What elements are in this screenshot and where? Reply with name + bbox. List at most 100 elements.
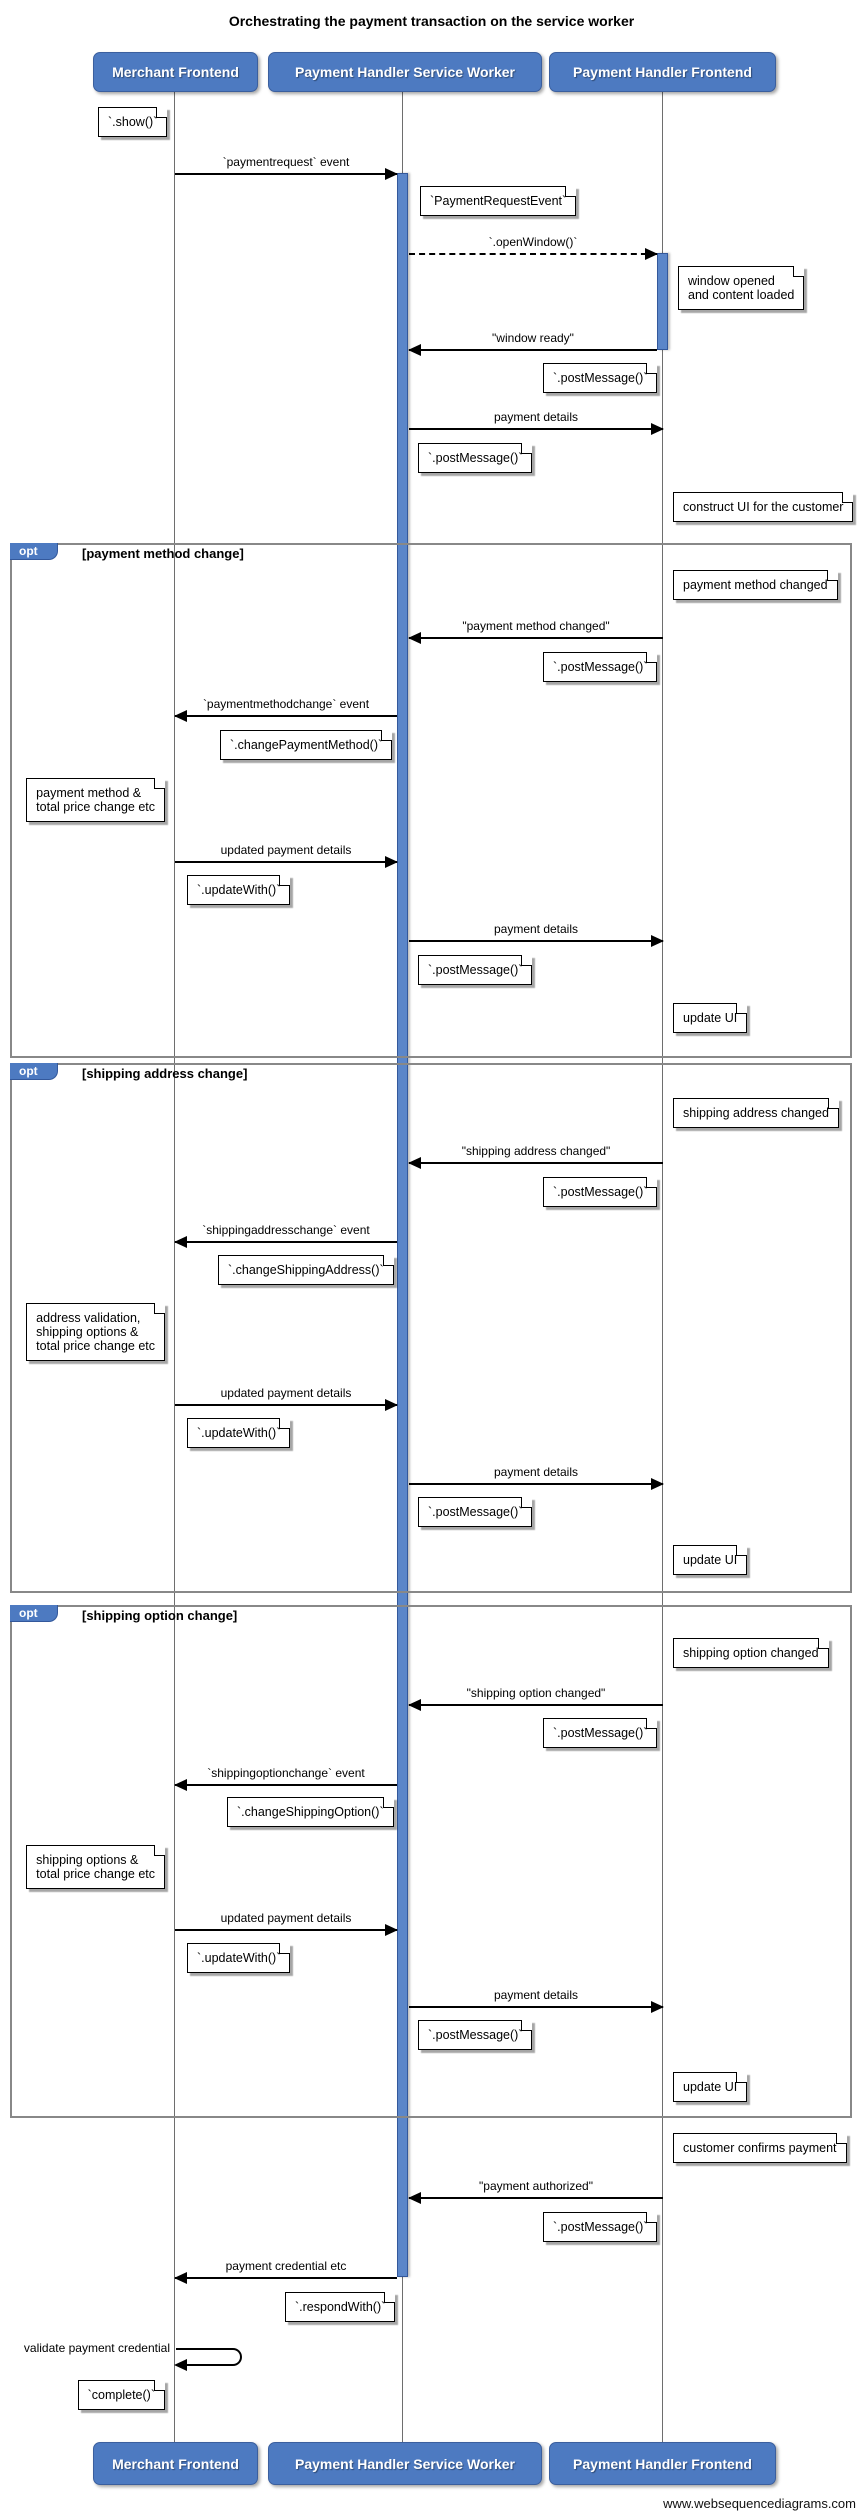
note-address-validation: address validation, shipping options & t…: [26, 1303, 165, 1361]
note-update-with: `.updateWith()`: [187, 1943, 291, 1973]
note-window-opened: window opened and content loaded: [678, 266, 805, 310]
note-payment-request-event: `PaymentRequestEvent`: [420, 186, 577, 216]
message-payment-details-2: payment details: [409, 922, 664, 947]
activation-bar-frontend: [657, 253, 668, 350]
message-label: "shipping option changed": [466, 1686, 606, 1700]
self-message-loop: [174, 2348, 242, 2371]
message-paymentrequest-event: `paymentrequest` event: [175, 155, 398, 180]
note-change-shipping-address: `.changeShippingAddress()`: [218, 1255, 394, 1285]
watermark: www.websequencediagrams.com: [663, 2496, 856, 2511]
arrowhead: [408, 344, 421, 356]
participant-top-service-worker: Payment Handler Service Worker: [268, 52, 542, 92]
arrowhead: [385, 856, 398, 868]
message-label: payment credential etc: [225, 2259, 347, 2273]
opt-tab: opt: [10, 1063, 58, 1080]
note-update-with: `.updateWith()`: [187, 1418, 291, 1448]
note-post-message: `.postMessage()`: [543, 652, 658, 682]
self-message-label-validate-payment-credential: validate payment credential: [23, 2341, 170, 2355]
message-label: "payment method changed": [462, 619, 610, 633]
message-label: "shipping address changed": [461, 1144, 611, 1158]
arrowhead: [408, 1699, 421, 1711]
arrowhead: [651, 935, 664, 947]
note-post-message: `.postMessage()`: [543, 363, 658, 393]
note-update-with: `.updateWith()`: [187, 875, 291, 905]
note-construct-ui: construct UI for the customer: [673, 492, 854, 522]
opt-condition-shipping-option: [shipping option change]: [82, 1608, 238, 1623]
note-customer-confirms: customer confirms payment: [673, 2133, 847, 2163]
message-label: `paymentmethodchange` event: [202, 697, 370, 711]
message-shippingaddresschange-event: `shippingaddresschange` event: [174, 1223, 397, 1248]
note-complete: `complete()`: [77, 2380, 166, 2410]
message-label: payment details: [493, 410, 579, 424]
participant-bottom-service-worker: Payment Handler Service Worker: [268, 2442, 542, 2485]
opt-condition-payment-method: [payment method change]: [82, 546, 244, 561]
opt-tab: opt: [10, 543, 58, 560]
message-shipping-address-changed: "shipping address changed": [408, 1144, 663, 1169]
message-payment-authorized: "payment authorized": [408, 2179, 663, 2204]
note-shipping-address-changed: shipping address changed: [673, 1098, 839, 1128]
lifeline-frontend: [662, 92, 663, 2442]
arrowhead: [174, 710, 187, 722]
message-payment-credential: payment credential etc: [174, 2259, 397, 2284]
opt-tab: opt: [10, 1605, 58, 1622]
opt-frame-shipping-address: [10, 1063, 852, 1593]
arrowhead: [651, 1478, 664, 1490]
note-update-ui: update UI: [673, 2072, 748, 2102]
note-post-message: `.postMessage()`: [543, 2212, 658, 2242]
opt-condition-shipping-address: [shipping address change]: [82, 1066, 248, 1081]
arrowhead: [645, 248, 658, 260]
note-post-message: `.postMessage()`: [543, 1718, 658, 1748]
note-post-message: `.postMessage()`: [543, 1177, 658, 1207]
note-payment-method-changed: payment method changed: [673, 570, 838, 600]
note-post-message: `.postMessage()`: [418, 1497, 533, 1527]
arrowhead: [385, 168, 398, 180]
note-change-shipping-option: `.changeShippingOption()`: [227, 1797, 394, 1827]
opt-frame-shipping-option: [10, 1605, 852, 2118]
message-label: updated payment details: [220, 843, 352, 857]
message-open-window: `.openWindow()`: [409, 235, 658, 260]
diagram-title: Orchestrating the payment transaction on…: [228, 13, 635, 29]
note-post-message: `.postMessage()`: [418, 955, 533, 985]
message-payment-method-changed: "payment method changed": [408, 619, 663, 644]
message-updated-payment-details-1: updated payment details: [175, 843, 398, 868]
message-payment-details-4: payment details: [409, 1988, 664, 2013]
message-updated-payment-details-2: updated payment details: [175, 1386, 398, 1411]
message-label: `paymentrequest` event: [222, 155, 350, 169]
note-payment-method-total: payment method & total price change etc: [26, 778, 165, 822]
arrowhead: [174, 2272, 187, 2284]
message-label: "payment authorized": [479, 2179, 593, 2193]
arrowhead: [174, 2359, 187, 2371]
arrowhead: [385, 1399, 398, 1411]
message-label: payment details: [493, 922, 579, 936]
note-change-payment-method: `.changePaymentMethod()`: [220, 730, 393, 760]
arrowhead: [408, 632, 421, 644]
opt-frame-payment-method: [10, 543, 852, 1058]
arrowhead: [651, 423, 664, 435]
participant-top-merchant: Merchant Frontend: [93, 52, 258, 92]
note-update-ui: update UI: [673, 1545, 748, 1575]
arrowhead: [408, 1157, 421, 1169]
note-post-message: `.postMessage()`: [418, 443, 533, 473]
message-label: payment details: [493, 1465, 579, 1479]
participant-bottom-merchant: Merchant Frontend: [93, 2442, 258, 2485]
note-post-message: `.postMessage()`: [418, 2020, 533, 2050]
message-updated-payment-details-3: updated payment details: [175, 1911, 398, 1936]
arrowhead: [174, 1236, 187, 1248]
note-update-ui: update UI: [673, 1003, 748, 1033]
note-shipping-option-changed: shipping option changed: [673, 1638, 829, 1668]
participant-bottom-frontend: Payment Handler Frontend: [549, 2442, 776, 2485]
message-shipping-option-changed: "shipping option changed": [408, 1686, 663, 1711]
message-label: `shippingaddresschange` event: [202, 1223, 370, 1237]
message-payment-details-3: payment details: [409, 1465, 664, 1490]
message-label: payment details: [493, 1988, 579, 2002]
message-shippingoptionchange-event: `shippingoptionchange` event: [174, 1766, 397, 1791]
participant-top-frontend: Payment Handler Frontend: [549, 52, 776, 92]
arrowhead: [385, 1924, 398, 1936]
activation-bar-service-worker: [397, 173, 408, 2277]
arrowhead: [174, 1779, 187, 1791]
note-respond-with: `.respondWith()`: [285, 2292, 396, 2322]
message-label: updated payment details: [220, 1911, 352, 1925]
message-label: updated payment details: [220, 1386, 352, 1400]
message-paymentmethodchange-event: `paymentmethodchange` event: [174, 697, 397, 722]
